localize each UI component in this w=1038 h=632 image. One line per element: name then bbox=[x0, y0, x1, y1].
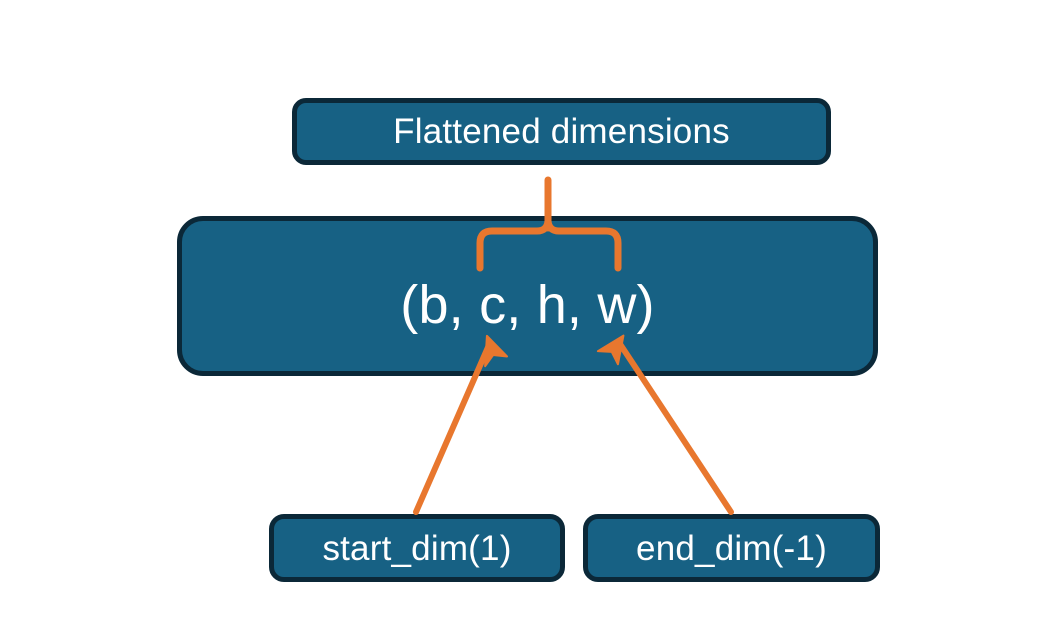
node-end-dim: end_dim(-1) bbox=[583, 514, 880, 582]
node-tensor-shape-label: (b, c, h, w) bbox=[400, 275, 655, 335]
node-start-dim: start_dim(1) bbox=[269, 514, 565, 582]
node-flattened-dimensions-label: Flattened dimensions bbox=[393, 112, 730, 151]
node-tensor-shape: (b, c, h, w) bbox=[177, 216, 878, 376]
node-end-dim-label: end_dim(-1) bbox=[636, 528, 827, 568]
node-flattened-dimensions: Flattened dimensions bbox=[292, 98, 831, 165]
node-start-dim-label: start_dim(1) bbox=[322, 528, 512, 568]
